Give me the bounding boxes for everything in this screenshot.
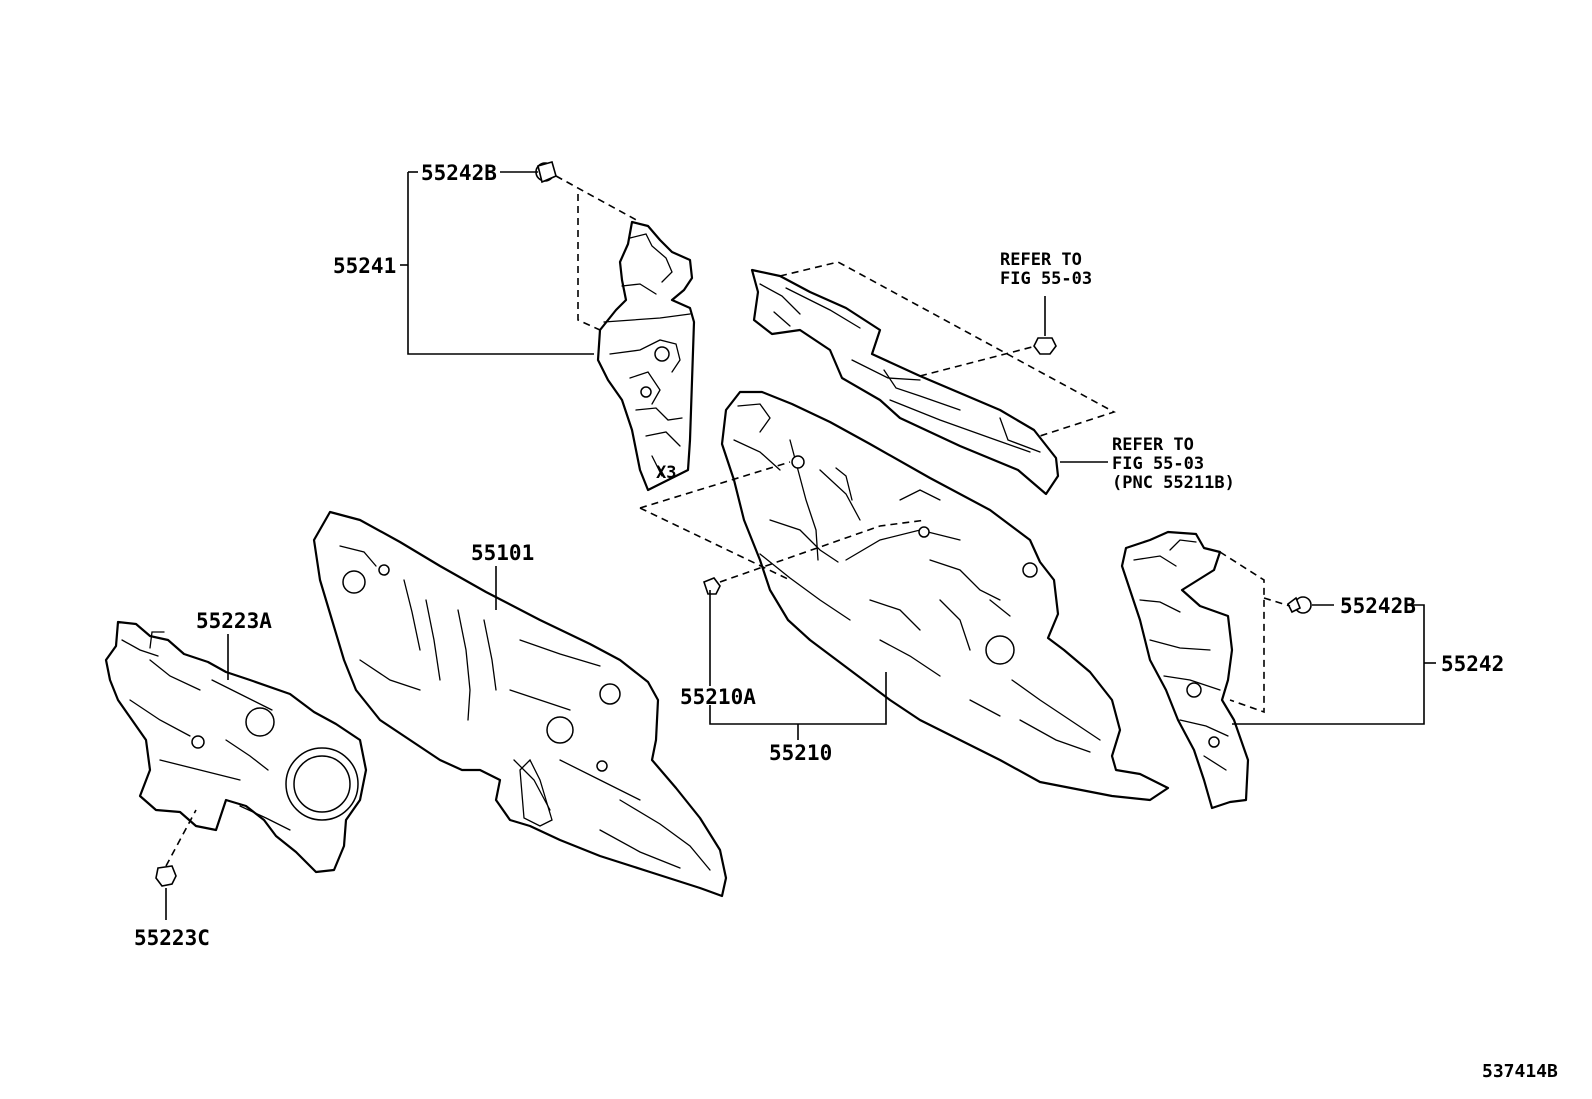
note-refer1-line2: FIG 55-03 <box>1000 269 1092 289</box>
note-refer1-line1: REFER TO <box>1000 250 1082 270</box>
clip-55242B-top <box>535 161 557 184</box>
clip-55242B-right <box>1286 596 1312 614</box>
label-55242B-top: 55242B <box>421 161 497 185</box>
leader-lines <box>165 171 1436 920</box>
note-refer2-line1: REFER TO <box>1112 435 1194 455</box>
label-55223C: 55223C <box>134 926 210 950</box>
x3-mark: X3 <box>656 463 676 483</box>
clip-55223C <box>155 865 177 887</box>
part-55241-insulator <box>596 220 696 492</box>
part-55242-insulator <box>1120 530 1250 810</box>
note-refer2-line3: (PNC 55211B) <box>1112 473 1235 493</box>
label-55210: 55210 <box>769 741 832 765</box>
label-55242: 55242 <box>1441 652 1504 676</box>
part-55223A-insulator <box>104 620 368 874</box>
label-55101: 55101 <box>471 541 534 565</box>
label-55210A: 55210A <box>680 685 756 709</box>
clip-55210A <box>703 577 721 595</box>
outer-dash-panel-insulator <box>750 268 1060 496</box>
figure-id: 537414B <box>1482 1061 1558 1082</box>
note-refer2-line2: FIG 55-03 <box>1112 454 1204 474</box>
assembly-dashed-lines <box>165 175 1291 867</box>
part-55210-insulator <box>720 390 1170 802</box>
label-55242B-right: 55242B <box>1340 594 1416 618</box>
bolt-refer-fig <box>1033 296 1057 355</box>
label-55241: 55241 <box>333 254 396 278</box>
label-55223A: 55223A <box>196 609 272 633</box>
part-55101-insulator <box>312 510 728 898</box>
